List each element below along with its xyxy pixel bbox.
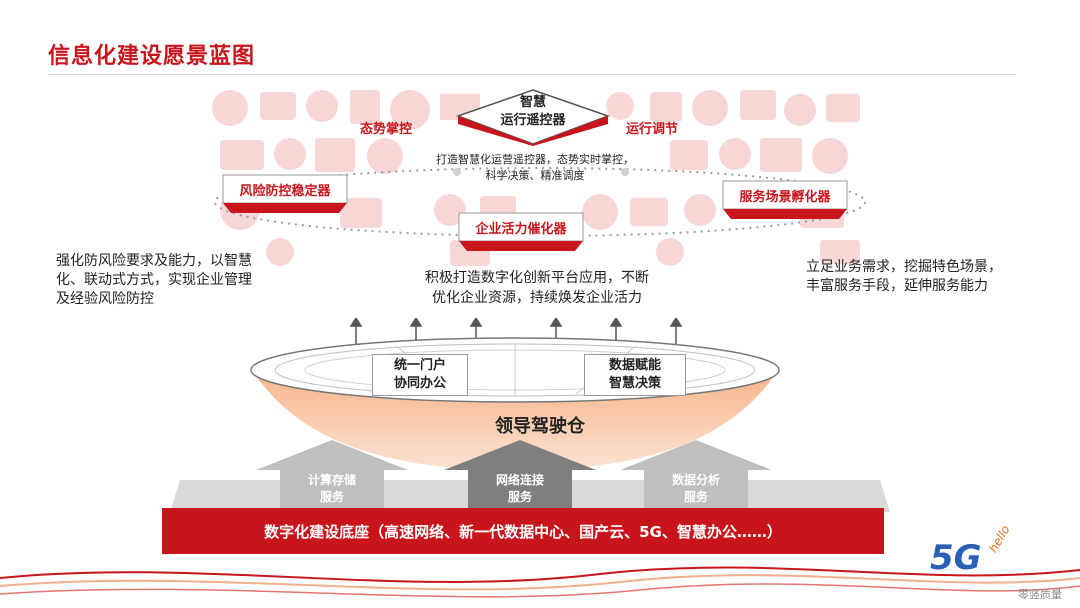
- portal-office-box: [372, 354, 468, 396]
- remote-control-label: 智慧 运行遥控器: [456, 94, 610, 130]
- risk-control-desc: 强化防风险要求及能力，以智慧 化、联动式方式，实现企业管理 及经验风险防控: [56, 252, 252, 309]
- portal-office-line: 统一门户: [393, 358, 446, 373]
- compute-storage-line: 服务: [319, 490, 344, 504]
- risk-desc-line: 化、联动式方式，实现企业管理: [56, 272, 252, 288]
- portal-office-label: 统一门户 协同办公: [372, 357, 468, 393]
- service-desc-line: 丰富服务手段，延伸服务能力: [806, 278, 988, 294]
- title-divider: [48, 74, 1016, 75]
- remote-control-label-line2: 运行遥控器: [500, 113, 566, 128]
- situation-control-tag: 态势掌控: [360, 122, 413, 137]
- data-analysis-line: 服务: [683, 490, 708, 504]
- data-analysis-line: 数据分析: [671, 473, 720, 487]
- data-decision-line: 智慧决策: [608, 376, 661, 391]
- service-incubator-desc: 立足业务需求，挖掘特色场景， 丰富服务手段，延伸服务能力: [806, 258, 1002, 296]
- service-desc-line: 立足业务需求，挖掘特色场景，: [806, 259, 1002, 275]
- network-connect-line: 服务: [507, 490, 532, 504]
- service-incubator-box: [722, 180, 848, 219]
- vitality-catalyst-desc: 积极打造数字化创新平台应用，不断 优化企业资源，持续焕发企业活力: [392, 268, 682, 308]
- operation-adjust-tag: 运行调节: [626, 122, 679, 137]
- digital-foundation-bar: [162, 508, 884, 554]
- network-connect-label: 网络连接 服务: [470, 472, 570, 506]
- vitality-catalyst-box: [458, 212, 584, 251]
- remote-control-desc-line1: 打造智慧化运营遥控器，态势实时掌控，: [436, 153, 634, 166]
- data-decision-box: [584, 354, 686, 396]
- service-incubator-label: 服务场景孵化器: [739, 190, 831, 205]
- compute-storage-label: 计算存储 服务: [282, 472, 382, 506]
- risk-desc-line: 强化防风险要求及能力，以智慧: [56, 253, 252, 269]
- data-decision-line: 数据赋能: [608, 358, 661, 373]
- logo-5g: 5G: [930, 538, 982, 578]
- vitality-catalyst-label: 企业活力催化器: [475, 222, 567, 237]
- remote-control-label-line1: 智慧: [519, 95, 546, 110]
- portal-office-line: 协同办公: [393, 376, 446, 391]
- vitality-desc-line: 积极打造数字化创新平台应用，不断: [425, 270, 649, 286]
- data-analysis-label: 数据分析 服务: [646, 472, 746, 506]
- watermark-text: 零竖质量: [1018, 588, 1062, 601]
- risk-control-box: [222, 174, 348, 213]
- cockpit-label: 领导驾驶仓: [495, 416, 585, 437]
- compute-storage-line: 计算存储: [307, 473, 356, 487]
- network-connect-line: 网络连接: [495, 473, 544, 487]
- remote-control-desc: 打造智慧化运营遥控器，态势实时掌控， 科学决策、精准调度: [420, 152, 650, 184]
- remote-control-box: [456, 89, 610, 146]
- service-arrows: [170, 440, 890, 512]
- vitality-desc-line: 优化企业资源，持续焕发企业活力: [432, 290, 642, 306]
- digital-foundation-label: 数字化建设底座（高速网络、新一代数据中心、国产云、5G、智慧办公……）: [264, 523, 782, 541]
- bottom-wave-decoration: [0, 566, 1080, 598]
- risk-control-label: 风险防控稳定器: [239, 184, 331, 199]
- page-title: 信息化建设愿景蓝图: [48, 44, 256, 69]
- remote-control-desc-line2: 科学决策、精准调度: [485, 169, 585, 182]
- data-decision-label: 数据赋能 智慧决策: [584, 357, 686, 393]
- risk-desc-line: 及经验风险防控: [56, 291, 154, 307]
